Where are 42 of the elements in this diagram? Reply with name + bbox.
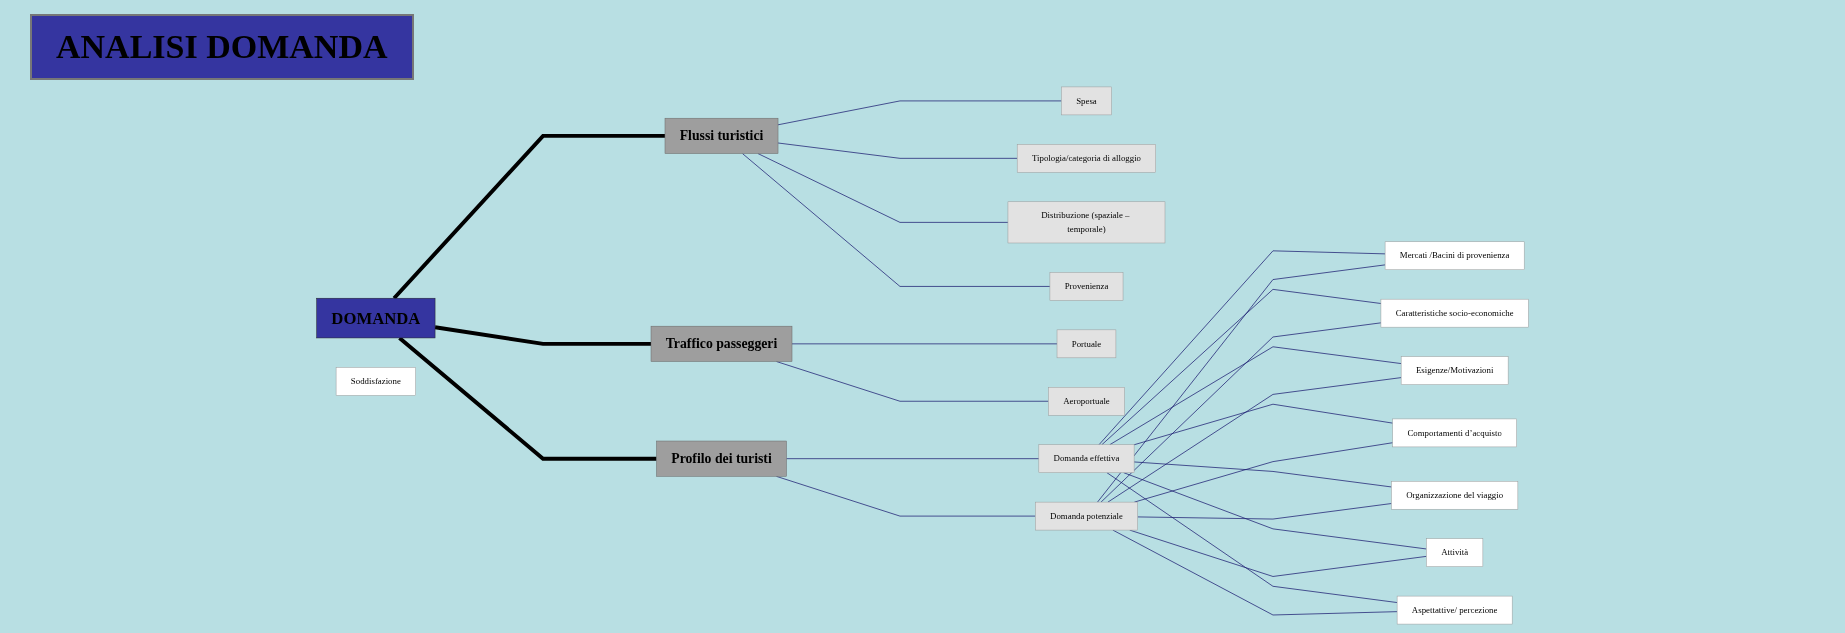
node-box: Esigenze/Motivazioni bbox=[1400, 355, 1509, 385]
connector bbox=[434, 324, 651, 346]
node-box: Distribuzione (spaziale – temporale) bbox=[1007, 201, 1166, 243]
node-box: Comportamenti d’acquisto bbox=[1392, 418, 1517, 447]
node-box: DOMANDA bbox=[316, 297, 436, 338]
connector bbox=[1137, 502, 1392, 519]
node-box: Aspettattive/ percezione bbox=[1396, 595, 1513, 624]
node-box: Flussi turistici bbox=[664, 117, 779, 154]
node-box: Soddisfazione bbox=[335, 366, 416, 396]
connector bbox=[1098, 249, 1386, 445]
connector bbox=[757, 152, 1009, 223]
connector bbox=[1133, 461, 1392, 487]
connector bbox=[1101, 288, 1382, 445]
connector bbox=[1134, 441, 1394, 502]
connector bbox=[742, 152, 1051, 287]
connector bbox=[786, 457, 1040, 459]
connector bbox=[1106, 471, 1398, 603]
connector bbox=[776, 475, 1036, 516]
connector bbox=[777, 142, 1018, 159]
node-box: Portuale bbox=[1056, 329, 1117, 358]
connector bbox=[1112, 529, 1398, 615]
node-box: Organizzazione del viaggio bbox=[1391, 480, 1519, 509]
node-box: Traffico passeggeri bbox=[650, 325, 793, 362]
connector bbox=[777, 100, 1062, 125]
node-box: Domanda potenziale bbox=[1035, 501, 1138, 530]
node-box: Mercati /Bacini di provenienza bbox=[1384, 241, 1525, 270]
node-box: Spesa bbox=[1061, 86, 1112, 115]
node-box: Provenienza bbox=[1049, 271, 1124, 301]
node-box: Aeroportuale bbox=[1048, 386, 1125, 415]
node-box: Domanda effettiva bbox=[1038, 443, 1135, 473]
title: ANALISI DOMANDA bbox=[30, 14, 414, 80]
connector bbox=[1100, 321, 1382, 502]
connector bbox=[1097, 264, 1386, 502]
node-box: Attività bbox=[1426, 537, 1484, 567]
connector bbox=[1133, 403, 1394, 445]
connector bbox=[1123, 471, 1427, 549]
connector bbox=[1129, 529, 1427, 577]
connector bbox=[1109, 345, 1402, 445]
node-box: Profilo dei turisti bbox=[656, 440, 787, 477]
connector bbox=[1107, 376, 1402, 502]
node-box: Caratteristiche socio-economiche bbox=[1380, 298, 1529, 327]
node-box: Tipologia/categoria di alloggio bbox=[1016, 143, 1156, 173]
